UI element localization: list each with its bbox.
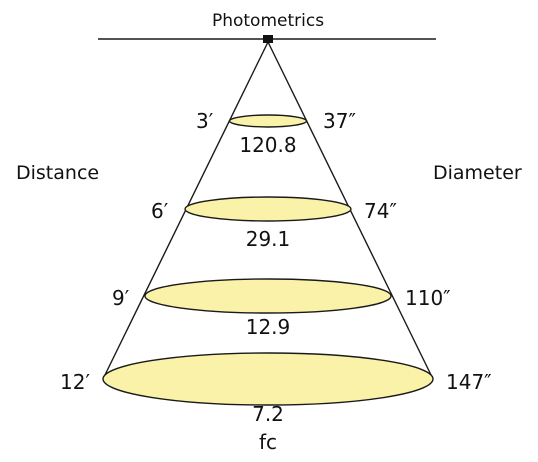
diameter-label-9ft: 110″ (405, 286, 451, 310)
footcandle-value-6ft: 29.1 (246, 227, 291, 251)
light-fixture (263, 35, 273, 43)
beam-ellipse-12ft (102, 352, 434, 406)
distance-label-12ft: 12′ (60, 370, 90, 394)
distance-label-9ft: 9′ (112, 286, 130, 310)
footcandle-value-9ft: 12.9 (246, 315, 291, 339)
distance-heading: Distance (16, 162, 99, 184)
unit-label: fc (259, 430, 277, 454)
footcandle-value-3ft: 120.8 (239, 133, 296, 157)
beam-ellipse-6ft (184, 196, 352, 222)
distance-label-3ft: 3′ (196, 109, 214, 133)
diameter-heading: Diameter (433, 162, 522, 184)
diameter-label-12ft: 147″ (446, 370, 492, 394)
beam-ellipse-3ft (228, 114, 308, 128)
diameter-label-6ft: 74″ (364, 199, 397, 223)
beam-ellipse-9ft (144, 278, 392, 314)
distance-label-6ft: 6′ (151, 199, 169, 223)
footcandle-value-12ft: 7.2 (252, 402, 284, 426)
diameter-label-3ft: 37″ (323, 109, 356, 133)
diagram-title: Photometrics (212, 11, 324, 31)
